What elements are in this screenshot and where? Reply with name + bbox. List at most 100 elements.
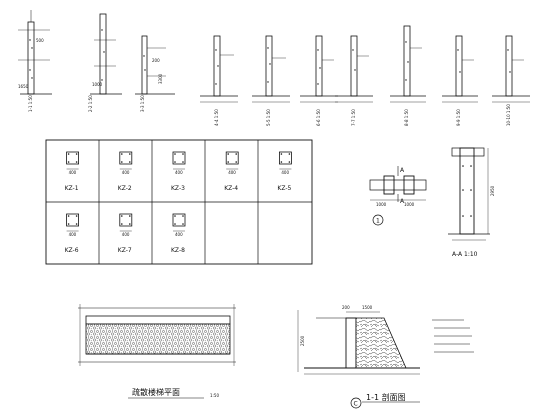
plan-title: 疏散楼梯平面 <box>132 387 180 397</box>
rebar-dot <box>174 161 176 163</box>
wall-section-3: 200 3300 3-3 1:50 <box>135 35 175 112</box>
rebar-dot <box>75 223 78 225</box>
column-dim: 400 <box>122 232 130 237</box>
column-dim: 400 <box>122 170 130 175</box>
rebar-dot <box>67 161 70 163</box>
rebar-dot <box>174 153 176 155</box>
rebar-dot <box>227 153 229 155</box>
section-dim: 2500 <box>300 335 305 346</box>
wall-section-9: 9-9 1:50 <box>442 35 478 126</box>
column-dim: 400 <box>281 170 289 175</box>
section-title: 1-1 剖面图 <box>366 392 406 402</box>
column-label: KZ-3 <box>171 185 185 192</box>
rebar-dot <box>67 153 70 155</box>
section-dim: 1000 <box>92 82 103 87</box>
column-dim: 400 <box>69 170 77 175</box>
column-section-box <box>119 213 133 227</box>
section-note: 500 <box>36 38 44 43</box>
wall-section-row: 500 1650 1-1 1:50 1000 2-2 1:50 200 3300… <box>18 10 530 126</box>
detail-dim: 1000 <box>376 202 387 207</box>
column-dim: 400 <box>228 170 236 175</box>
rebar-dot <box>227 161 229 163</box>
rebar-dot <box>129 161 131 163</box>
rebar-dot <box>182 161 184 163</box>
column-label: KZ-1 <box>65 185 79 192</box>
rebar-dot <box>280 161 283 163</box>
column-label: KZ-8 <box>171 247 185 254</box>
wall-section-7: 7-7 1:50 <box>335 35 373 126</box>
rebar-dot <box>129 223 131 225</box>
section-caption: 8-8 1:50 <box>404 109 409 126</box>
rebar-dot <box>280 153 283 155</box>
rebar-dot <box>129 215 131 217</box>
detail-circle-marker <box>372 214 384 226</box>
column-section-box <box>172 213 186 227</box>
column-label: KZ-5 <box>277 185 291 192</box>
rebar-dot <box>182 223 184 225</box>
detail-tag: A <box>400 167 405 174</box>
stair-plan: 疏散楼梯平面 1:50 <box>78 304 236 399</box>
section-caption: 4-4 1:50 <box>214 109 219 126</box>
section-caption: 7-7 1:50 <box>351 109 356 126</box>
plan-scale: 1:50 <box>210 393 219 398</box>
column-section-box <box>66 151 79 165</box>
column-section-box <box>172 151 186 165</box>
section-dim: 1500 <box>362 305 373 310</box>
rebar-dot <box>235 161 237 163</box>
section-caption: 10-10 1:50 <box>506 104 511 126</box>
section-caption: 6-6 1:50 <box>316 109 321 126</box>
rebar-dot <box>67 215 70 217</box>
beam-junction-detail: A A 1000 1000 1 <box>369 166 427 226</box>
rebar-dot <box>182 153 184 155</box>
rebar-dot <box>67 223 70 225</box>
section-caption: 9-9 1:50 <box>456 109 461 126</box>
wall-section-2: 1000 2-2 1:50 <box>88 13 122 112</box>
column-section-detail: 2950 A-A 1:10 <box>448 147 495 258</box>
column-label: KZ-2 <box>118 185 132 192</box>
rebar-dot <box>121 223 123 225</box>
section-dim: 3300 <box>158 73 163 84</box>
section-circle-label: C <box>354 401 358 408</box>
column-section-box <box>278 151 292 165</box>
rebar-dot <box>121 153 123 155</box>
section-dim: 2950 <box>490 185 495 196</box>
rebar-dot <box>129 153 131 155</box>
section-dim: 200 <box>342 305 350 310</box>
section-caption: 2-2 1:50 <box>88 95 93 112</box>
section-caption: A-A 1:10 <box>452 251 478 258</box>
rebar-dot <box>288 153 291 155</box>
rebar-dot <box>75 153 78 155</box>
column-section-box <box>66 213 79 227</box>
section-caption: 5-5 1:50 <box>266 109 271 126</box>
section-notes <box>432 319 474 353</box>
wall-section-5: 5-5 1:50 <box>252 35 290 126</box>
wall-section-6: 6-6 1:50 <box>300 35 338 126</box>
column-dim: 400 <box>175 170 183 175</box>
wall-section-1: 500 1650 1-1 1:50 <box>18 10 52 112</box>
column-label: KZ-7 <box>118 247 132 254</box>
column-dim: 400 <box>69 232 77 237</box>
detail-tag-bottom: A <box>400 198 405 205</box>
column-section-box <box>119 151 133 165</box>
section-caption: 1-1 1:50 <box>28 95 33 112</box>
detail-circle-label: 1 <box>376 218 380 225</box>
rebar-dot <box>121 161 123 163</box>
section-note: 200 <box>152 58 160 63</box>
rebar-dot <box>235 153 237 155</box>
retaining-wall-section: 200 1500 2500 C 1-1 剖面图 <box>297 305 474 409</box>
rebar-dot <box>174 223 176 225</box>
column-dim: 400 <box>175 232 183 237</box>
section-caption: 3-3 1:50 <box>140 95 145 112</box>
rebar-dot <box>75 161 78 163</box>
wall-section-4: 4-4 1:50 <box>200 35 238 126</box>
column-section-box <box>225 151 239 165</box>
rebar-dot <box>182 215 184 217</box>
